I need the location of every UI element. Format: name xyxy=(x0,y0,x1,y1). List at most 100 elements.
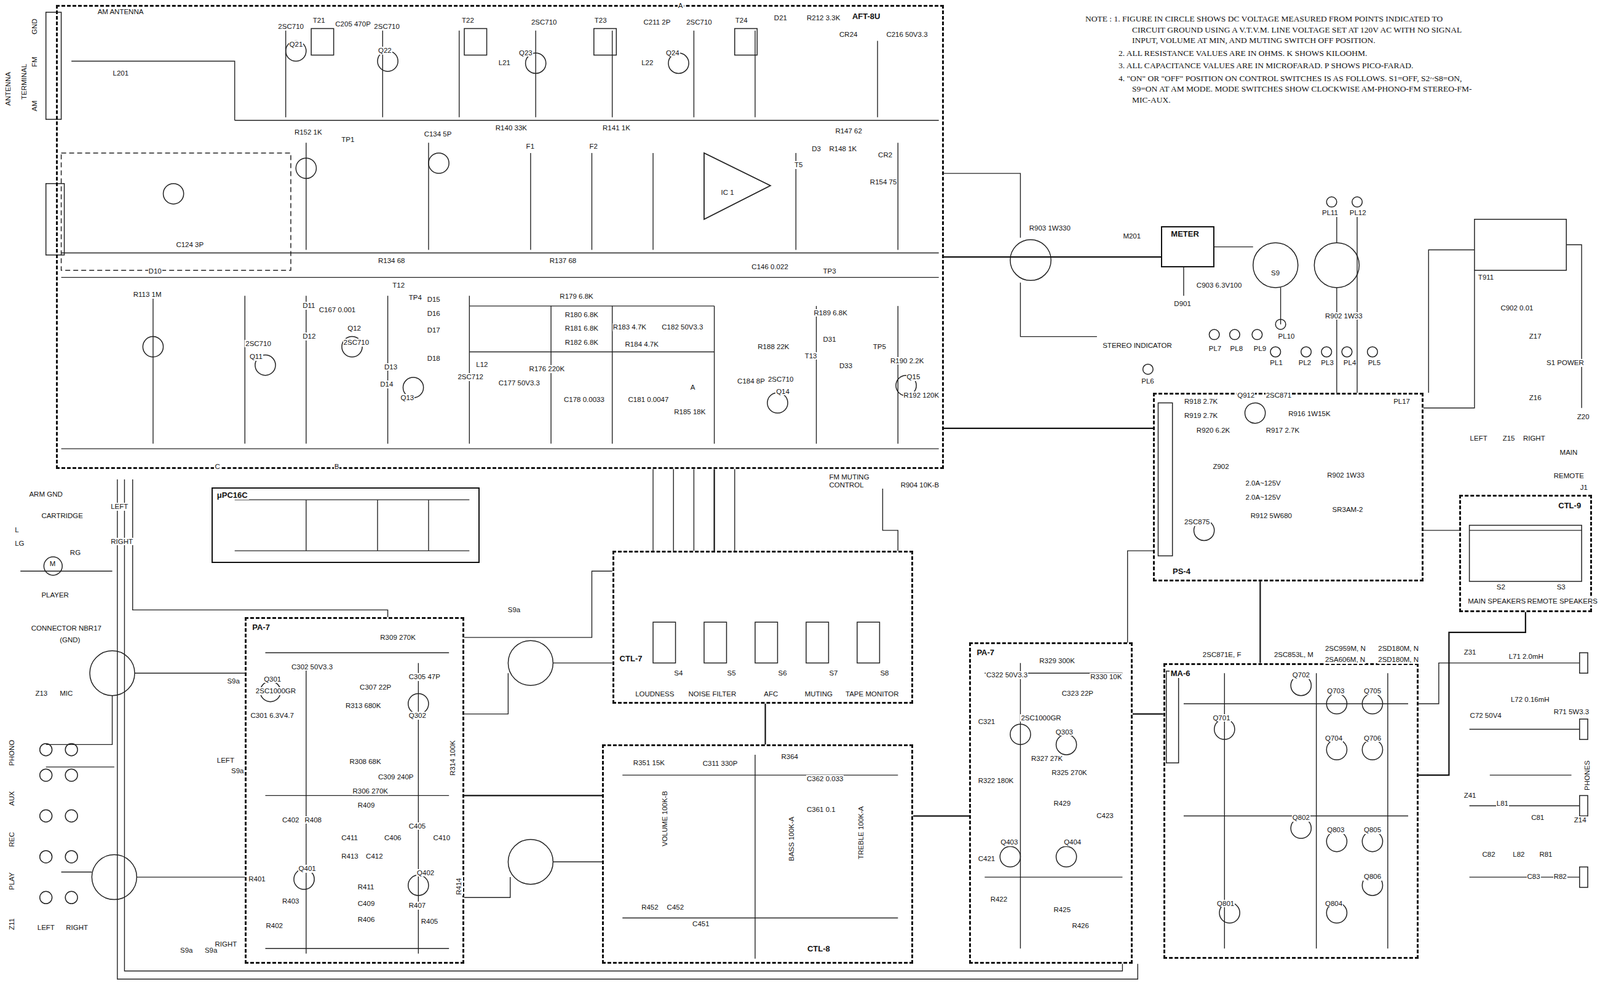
part-label: R314 100K xyxy=(448,739,457,777)
wire xyxy=(535,30,537,118)
part-label: R351 15K xyxy=(632,759,666,768)
part-label: 2SC710 xyxy=(685,18,713,27)
transistor-symbol xyxy=(1326,693,1347,714)
ic-symbol xyxy=(704,153,771,220)
part-label: S1 POWER xyxy=(1545,359,1585,368)
wire xyxy=(458,30,460,118)
transistor-symbol xyxy=(1326,196,1337,208)
part-label: Q404 xyxy=(1063,838,1082,847)
part-label: D3 xyxy=(811,145,822,154)
transistor-symbol xyxy=(999,846,1021,868)
transistor-symbol xyxy=(65,810,78,823)
part-label: LOUDNESS xyxy=(634,690,675,699)
bus-wire xyxy=(1259,581,1261,664)
part-label: Q704 xyxy=(1324,734,1343,743)
wire xyxy=(464,877,511,898)
part-label: C405 xyxy=(408,822,427,831)
part-label: B xyxy=(333,463,341,472)
part-label: R325 270K xyxy=(1050,769,1088,778)
part-label: PL11 xyxy=(1321,209,1339,218)
part-label: R919 2.7K xyxy=(1183,411,1219,420)
transistor-symbol xyxy=(39,891,53,904)
wire xyxy=(652,469,654,551)
part-label: 2SC710 xyxy=(343,338,371,347)
part-label: MAIN xyxy=(1559,448,1579,457)
part-label: L72 0.16mH xyxy=(1510,696,1551,705)
part-label: NOISE FILTER xyxy=(687,690,737,699)
component-outline xyxy=(311,28,334,55)
part-label: R413 xyxy=(340,852,360,861)
wire xyxy=(124,479,1123,972)
part-label: PL6 xyxy=(1140,377,1155,386)
part-label: VOLUME 100K-B xyxy=(661,790,670,848)
part-label: R308 68K xyxy=(349,758,382,767)
part-label: C409 xyxy=(357,900,376,909)
wire xyxy=(1336,287,1337,393)
circuit-board: MA-6 xyxy=(1163,663,1419,960)
board-name: METER xyxy=(1169,229,1201,239)
wire xyxy=(305,663,307,955)
part-label: L81 xyxy=(1496,800,1509,808)
part-label: R327 27K xyxy=(1030,755,1064,764)
part-label: Q806 xyxy=(1363,873,1382,882)
part-label: T24 xyxy=(734,16,749,25)
bus-wire xyxy=(943,427,1153,430)
component-outline xyxy=(1579,795,1588,816)
wire xyxy=(117,479,1138,980)
part-label: C402 xyxy=(281,816,301,825)
part-label: S9a xyxy=(507,606,521,615)
part-label: Z14 xyxy=(1573,816,1588,825)
part-label: TAPE MONITOR xyxy=(844,690,900,699)
part-label: L201 xyxy=(112,69,130,78)
part-label: R425 xyxy=(1053,906,1072,915)
transistor-symbol xyxy=(1301,346,1312,358)
transistor-symbol xyxy=(43,557,63,576)
transistor-symbol xyxy=(39,810,53,823)
part-label: D11 xyxy=(301,301,316,310)
transistor-symbol xyxy=(1208,329,1220,341)
transistor-symbol xyxy=(1010,239,1051,281)
part-label: 2SA606M, N xyxy=(1324,656,1366,665)
part-label: C305 47P xyxy=(408,673,441,682)
transistor-symbol xyxy=(1321,346,1332,358)
part-label: D33 xyxy=(838,362,853,371)
part-label: S9a xyxy=(226,677,240,686)
part-label: 2SC1000GR xyxy=(1020,714,1062,723)
transistor-symbol xyxy=(91,855,137,901)
part-label: S2 xyxy=(1496,583,1506,592)
part-label: C205 470P xyxy=(334,20,372,29)
note-text: 2. ALL RESISTANCE VALUES ARE IN OHMS. K … xyxy=(1085,47,1473,60)
part-label: PL4 xyxy=(1342,359,1357,368)
wire xyxy=(754,30,756,118)
part-label: 2SC959M, N xyxy=(1324,645,1367,654)
part-label: R188 22K xyxy=(756,343,790,352)
wire xyxy=(1469,729,1580,730)
wire xyxy=(1020,282,1097,337)
transistor-symbol xyxy=(65,891,78,904)
part-label: J1 xyxy=(1579,483,1589,492)
part-label: D12 xyxy=(301,332,317,341)
wire xyxy=(754,755,756,960)
part-label: D10 xyxy=(148,267,163,276)
part-label: S9a xyxy=(230,767,245,776)
part-label: AM ANTENNA xyxy=(97,7,145,16)
part-label: Q401 xyxy=(298,865,317,874)
part-label: S7 xyxy=(828,669,839,678)
part-label: Q22 xyxy=(377,46,393,55)
part-label: C211 2P xyxy=(642,18,671,27)
part-label: R71 5W3.3 xyxy=(1553,708,1591,717)
part-label: L12 xyxy=(475,360,489,369)
part-label: 2SC710 xyxy=(767,375,795,384)
part-label: PL12 xyxy=(1349,209,1367,218)
wire xyxy=(1387,673,1388,949)
part-label: R364 xyxy=(780,753,799,762)
wire xyxy=(469,351,714,353)
part-label: MAIN SPEAKERS xyxy=(1467,597,1527,606)
part-label: T23 xyxy=(594,16,608,25)
part-label: R183 4.7K xyxy=(612,323,647,332)
part-label: Z902 xyxy=(1211,463,1230,472)
transistor-symbol xyxy=(1362,739,1383,761)
part-label: PL1 xyxy=(1269,359,1283,368)
part-label: Z20 xyxy=(1576,413,1591,422)
part-label: R113 1M xyxy=(132,290,163,299)
